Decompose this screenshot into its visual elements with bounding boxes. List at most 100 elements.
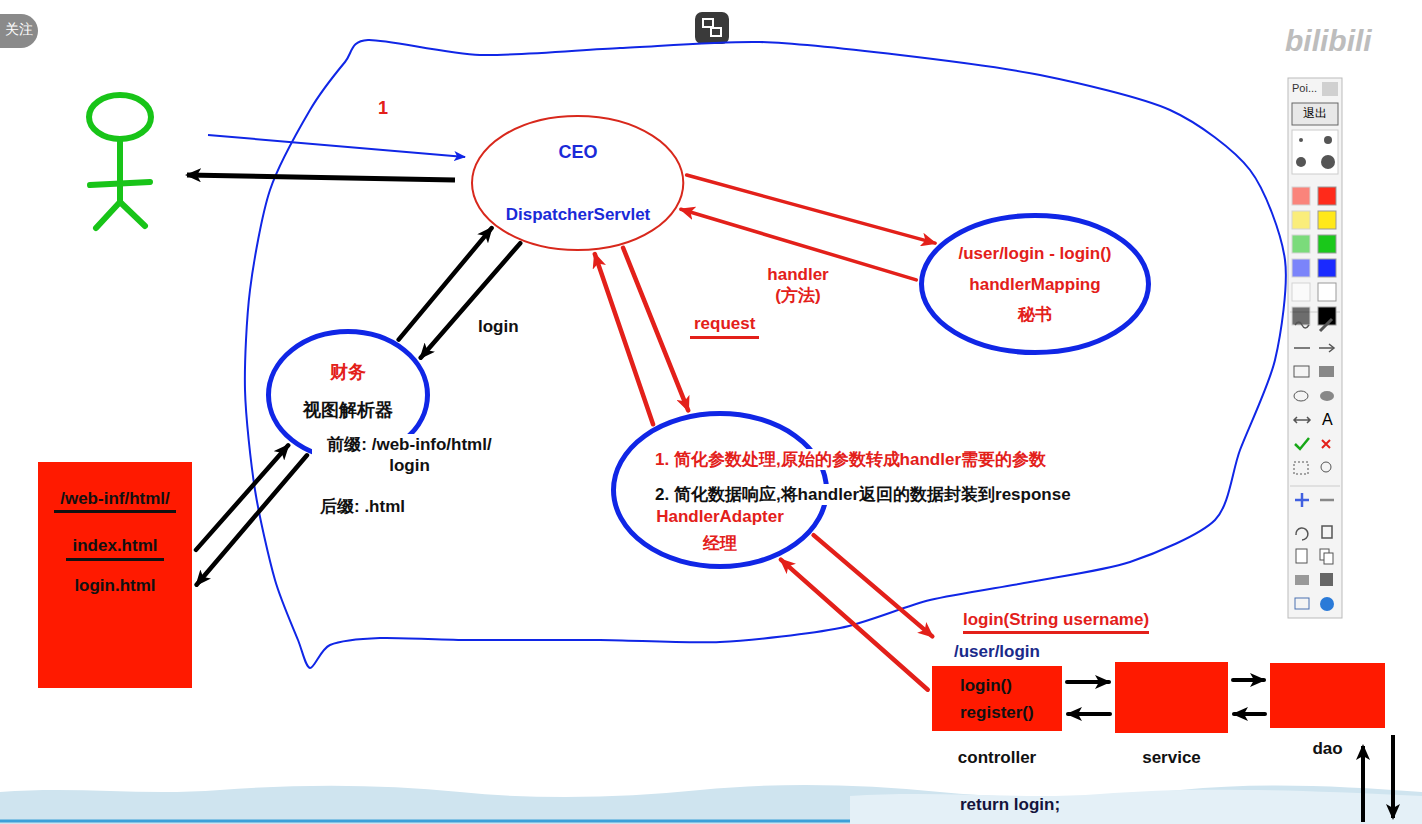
node-text: /user/login - login(): [959, 243, 1112, 264]
connector-arrow: [197, 455, 307, 584]
node-content: /web-inf/html/index.html login.html: [54, 488, 176, 596]
node-content: /user/login - login() handlerMapping 秘书: [959, 243, 1112, 325]
node-text: service: [1142, 747, 1201, 768]
toolbar-swatch: [1292, 211, 1310, 229]
system-boundary: [245, 40, 1286, 668]
node-text: dao: [1312, 738, 1342, 759]
tool-icon: [1295, 598, 1309, 609]
drawing-toolbar: [1288, 78, 1342, 618]
node-text: CEO: [558, 141, 597, 164]
toolbar-swatch: [1318, 187, 1336, 205]
suffix-note: 后缀: .html: [320, 496, 405, 517]
toolbar-dot: [1299, 138, 1303, 142]
toolbar-dot: [1296, 157, 1306, 167]
tool-icon: [1321, 462, 1331, 472]
toolbar-swatch: [1292, 259, 1310, 277]
tool-icon: [1294, 366, 1309, 377]
figure-leg: [120, 202, 145, 226]
tool-icon: [1295, 438, 1309, 449]
adapter-note: 1. 简化参数处理,原始的参数转成handler需要的参数: [655, 449, 1046, 470]
tool-icon: [1296, 549, 1307, 563]
figure-body: [117, 139, 123, 202]
follow-button-text: 关注: [5, 21, 33, 39]
node-text: login.html: [74, 575, 155, 596]
toolbar-swatch: [1292, 235, 1310, 253]
tool-icon: [1322, 440, 1330, 448]
edge-label: request: [690, 313, 759, 339]
node-content: CEO DispatcherServlet: [506, 141, 651, 225]
dao-box: dao: [1270, 663, 1385, 759]
toolbar-separator: [1290, 486, 1340, 487]
template-folder: /web-inf/html/index.html login.html: [38, 462, 192, 688]
connector-arrow: [421, 243, 521, 357]
node-text: 经理: [703, 533, 737, 554]
progress-bar: [0, 820, 850, 823]
tool-icon: [1294, 462, 1308, 474]
stick-figure: [89, 95, 151, 228]
response-arrow: [187, 175, 455, 180]
node-text: /web-inf/html/: [54, 488, 176, 513]
connector-arrow: [814, 535, 933, 636]
node-text: login(): [960, 672, 1012, 699]
toolbar-button-text: 退出: [1303, 106, 1327, 121]
connector-arrow: [1234, 712, 1265, 716]
method-signature: login(String username): [963, 609, 1149, 634]
node-text: DispatcherServlet: [506, 204, 651, 225]
toolbar-swatch: [1318, 283, 1336, 301]
toolbar-swatch: [1292, 283, 1310, 301]
node-text: index.html: [66, 535, 163, 560]
tool-icon: [1296, 528, 1308, 540]
connector-arrow: [1068, 712, 1110, 716]
tool-icon: [1320, 573, 1333, 586]
bottom-wave-light: [850, 790, 1422, 824]
red-box: [1270, 663, 1385, 728]
ellipse-border: [472, 116, 683, 250]
node-text: 视图解析器: [303, 399, 393, 422]
connector-arrow: [595, 254, 653, 424]
figure-arms: [90, 182, 150, 185]
connector-arrow: [196, 445, 288, 550]
toolbar-swatch: [1292, 187, 1310, 205]
tool-icon: [1320, 391, 1334, 401]
tool-icon: [1324, 553, 1333, 564]
tool-icon: [1294, 347, 1310, 349]
bottom-wave: [0, 785, 1422, 824]
tool-icon: [1295, 493, 1309, 507]
node-text: handlerMapping: [969, 274, 1100, 295]
tool-icon: [1320, 499, 1334, 502]
tool-icon: [1329, 344, 1334, 352]
prefix-note: 前缀: /web-info/html/ login: [312, 434, 507, 477]
watermark: bilibili: [1285, 22, 1372, 60]
service-box: service: [1115, 662, 1228, 768]
connector-arrow: [1233, 678, 1264, 682]
controller-box: /user/loginlogin()register()controller: [932, 641, 1062, 769]
node-text: HandlerAdapter: [656, 506, 784, 527]
screen-icon-mark: [711, 28, 721, 36]
tool-icon: [1294, 391, 1308, 401]
toolbar-swatch: [1318, 211, 1336, 229]
toolbar-title: Poi...: [1292, 82, 1317, 96]
node-text: /user/login: [954, 641, 1040, 662]
tool-icon: [1320, 319, 1332, 331]
callout-number: 1: [378, 97, 388, 120]
follow-pill: [0, 14, 38, 48]
tool-icon: [1295, 322, 1309, 328]
toolbar-close: [1322, 82, 1338, 96]
node-text: 秘书: [1018, 304, 1052, 325]
toolbar-dot: [1321, 155, 1335, 169]
dispatcher-ellipse: CEO DispatcherServlet: [471, 115, 684, 251]
toolbar-icon-letter: A: [1322, 410, 1333, 430]
figure-leg: [96, 202, 120, 228]
red-box: [1115, 662, 1228, 733]
toolbar-swatch: [1318, 259, 1336, 277]
tool-icon: [1320, 597, 1334, 611]
tool-icon: [1294, 417, 1310, 423]
db-arrow: [1391, 735, 1395, 818]
node-text: 财务: [330, 361, 366, 384]
node-content: HandlerAdapter 经理: [656, 506, 784, 555]
toolbar-panel: [1288, 78, 1342, 618]
toolbar-dot: [1324, 136, 1332, 144]
tool-icon: [1319, 366, 1334, 377]
tool-icon: [1319, 347, 1333, 349]
